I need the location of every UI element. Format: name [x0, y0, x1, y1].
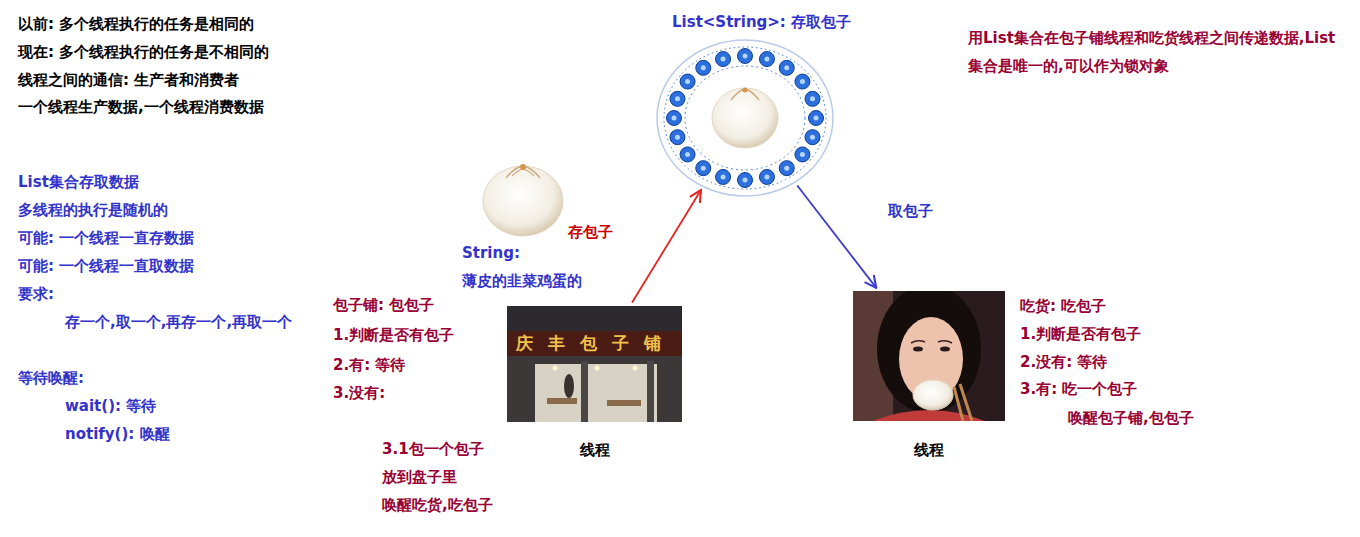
- eater-thread-node: 线程: [853, 291, 1005, 460]
- node-label: 线程: [507, 440, 682, 460]
- note-text: 3.没有:: [333, 383, 385, 403]
- girl-illustration: [853, 291, 1005, 421]
- note-text: 1.判断是否有包子: [1020, 324, 1141, 344]
- note-text: 1.判断是否有包子: [333, 325, 454, 345]
- note-text: 用List集合在包子铺线程和吃货线程之间传递数据,List集合是唯一的,可以作为…: [968, 24, 1343, 80]
- note-text: wait(): 等待: [65, 396, 156, 416]
- note-text: 可能: 一个线程一直存数据: [18, 228, 194, 248]
- note-text: 存一个,取一个,再存一个,再取一个: [65, 312, 292, 332]
- shop-thread-node: 线程: [507, 306, 682, 460]
- note-text: 3.1包一个包子: [382, 439, 484, 459]
- note-text: 唤醒吃货,吃包子: [382, 495, 493, 515]
- note-text: notify(): 唤醒: [65, 424, 170, 444]
- note-text: 2.没有: 等待: [1020, 352, 1107, 372]
- edge-label: 取包子: [888, 201, 933, 221]
- node-label: List<String>: 存取包子: [655, 12, 850, 32]
- note-text: 现在: 多个线程执行的任务是不相同的: [18, 42, 269, 62]
- take-arrow: [797, 186, 876, 288]
- node-label: 线程: [853, 440, 1005, 460]
- note-text: 放到盘子里: [382, 467, 457, 487]
- note-text: 可能: 一个线程一直取数据: [18, 256, 194, 276]
- bun-illustration: [483, 164, 563, 236]
- note-text: 包子铺: 包包子: [333, 295, 434, 315]
- sign-text: 庆丰包子铺: [516, 331, 676, 356]
- note-text: 多线程的执行是随机的: [18, 200, 168, 220]
- note-text: 吃货: 吃包子: [1020, 296, 1106, 316]
- note-text: 2.有: 等待: [333, 355, 405, 375]
- note-text: 以前: 多个线程执行的任务是相同的: [18, 14, 254, 34]
- plate-node: List<String>: 存取包子: [655, 12, 850, 198]
- note-text: 要求:: [18, 284, 54, 304]
- put-arrow: [632, 190, 701, 303]
- plate-illustration: [655, 38, 835, 198]
- note-text: List集合存取数据: [18, 172, 139, 192]
- shop-illustration: [507, 306, 682, 422]
- note-text: 薄皮的韭菜鸡蛋的: [462, 271, 582, 291]
- note-text: 等待唤醒:: [18, 368, 84, 388]
- note-text: 3.有: 吃一个包子: [1020, 379, 1137, 399]
- note-text: 线程之间的通信: 生产者和消费者: [18, 70, 239, 90]
- note-text: 一个线程生产数据,一个线程消费数据: [18, 97, 264, 117]
- edge-label: 存包子: [568, 222, 613, 242]
- note-text: String:: [462, 243, 520, 263]
- note-text: 唤醒包子铺,包包子: [1068, 408, 1194, 428]
